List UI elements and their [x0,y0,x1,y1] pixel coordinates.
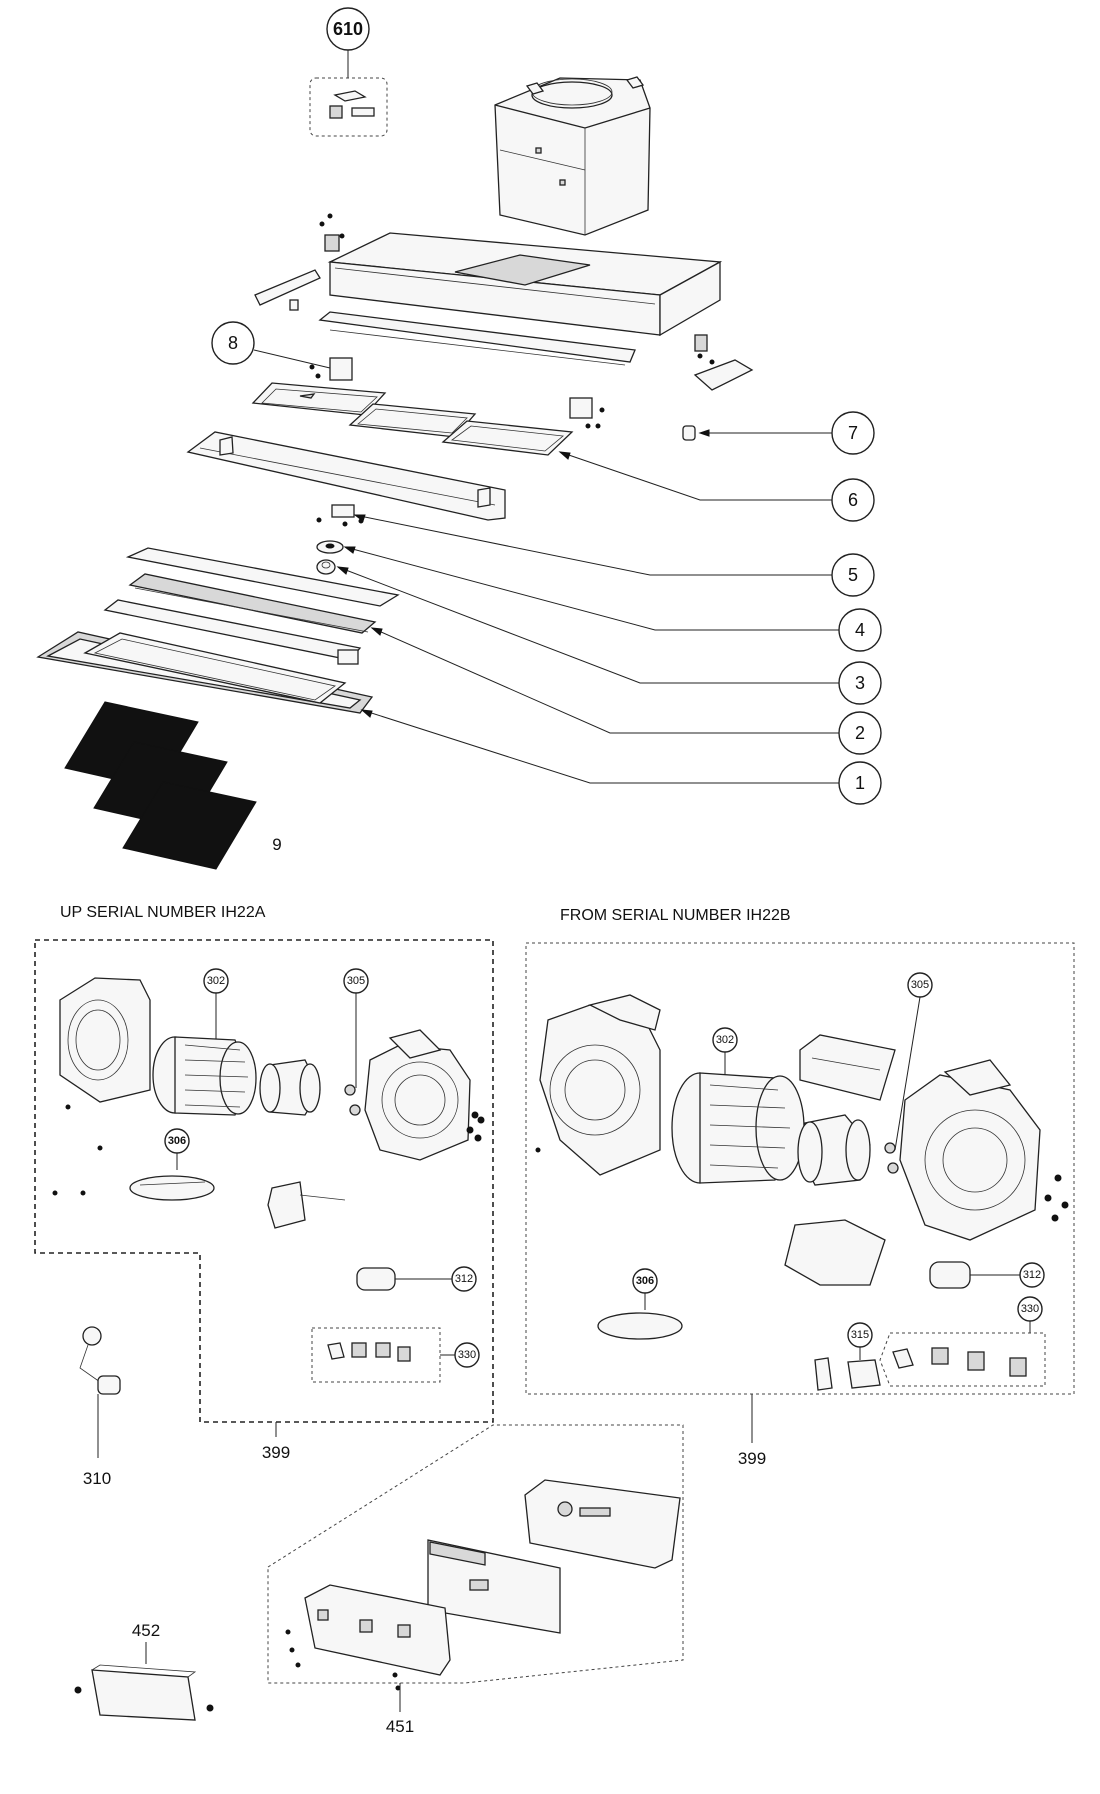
front-frame [186,431,506,521]
heading-up-serial: UP SERIAL NUMBER IH22A [60,904,266,921]
callout-right-399: 399 [738,1449,766,1468]
part-310: 310 [79,1326,121,1488]
right-bracket [693,334,754,391]
callout-451: 451 [386,1717,414,1736]
callout-9: 9 [272,835,281,854]
right-callouts: 7 6 5 4 3 2 1 [336,411,882,805]
callout-left-399: 399 [262,1443,290,1462]
part-6-filters [251,382,574,456]
callout-left-312: 312 [455,1273,473,1285]
callout-right-302: 302 [716,1034,734,1046]
callout-left-306: 306 [168,1135,186,1147]
part-9-carbon-filters: 9 [64,701,282,870]
part-3-nut [316,559,336,575]
callout-8: 8 [228,333,238,353]
callout-left-330: 330 [458,1349,476,1361]
callout-310: 310 [83,1469,111,1488]
motor-assembly-ih22b: 302 305 306 [525,942,1075,1395]
left-bracket [254,269,321,311]
callout-left-302: 302 [207,975,225,987]
callout-right-305: 305 [911,979,929,991]
callout-6: 6 [848,490,858,510]
front-rail [318,311,636,366]
part-8-group: 8 [211,321,605,429]
callout-452: 452 [132,1621,160,1640]
callout-right-312: 312 [1023,1269,1041,1281]
hood-body [319,213,723,337]
callout-610: 610 [333,19,363,39]
callout-right-306: 306 [636,1275,654,1287]
callout-2: 2 [855,723,865,743]
part-4-knob [316,540,344,554]
callout-5: 5 [848,565,858,585]
callout-4: 4 [855,620,865,640]
part-610-group: 610 [309,7,388,137]
callout-7: 7 [848,423,858,443]
callout-right-315: 315 [851,1329,869,1341]
callout-right-330: 330 [1021,1303,1039,1315]
part-2-rails [103,547,400,665]
part-1-glass-panel [36,631,374,714]
motor-assembly-ih22a: 302 305 306 [34,939,494,1423]
heading-from-serial: FROM SERIAL NUMBER IH22B [560,907,791,924]
callout-left-305: 305 [347,975,365,987]
chimney-housing [494,76,651,236]
callout-1: 1 [855,773,865,793]
part-451-control-kit: 451 [267,1424,684,1736]
part-452-box: 452 [74,1621,214,1721]
callout-3: 3 [855,673,865,693]
